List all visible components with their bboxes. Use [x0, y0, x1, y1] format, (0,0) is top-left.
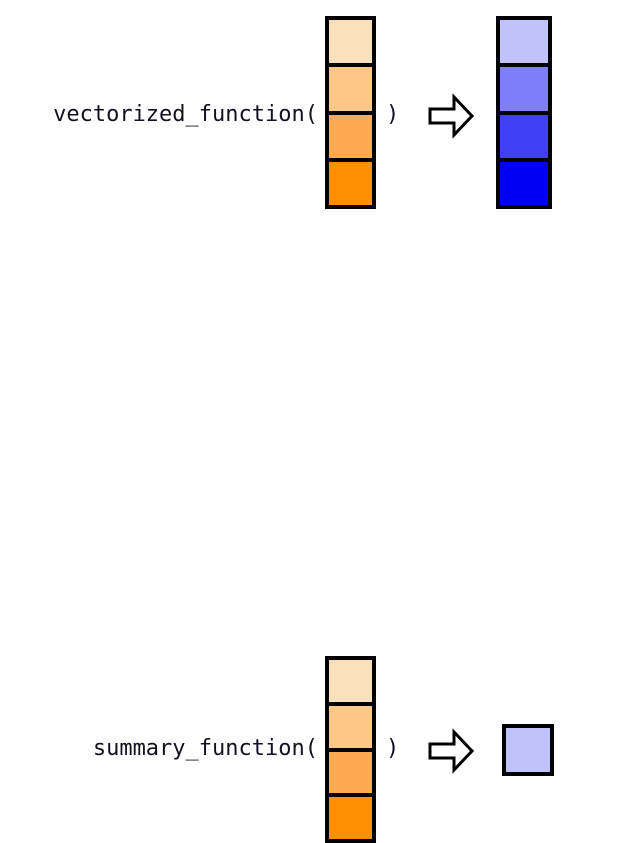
- vectorized-input-vector: [325, 16, 376, 209]
- vector-cell: [329, 797, 372, 839]
- right-arrow-icon: [428, 93, 474, 139]
- vector-cell: [329, 114, 372, 162]
- summary-function-label-open: summary_function(: [92, 736, 318, 761]
- summary-input-vector: [325, 656, 376, 843]
- vector-cell: [500, 161, 548, 205]
- summary-output-scalar: [502, 724, 554, 776]
- vectorized-function-label-close: ): [386, 102, 400, 127]
- vector-cell: [500, 67, 548, 115]
- vectorized-function-row: vectorized_function( ): [0, 0, 635, 300]
- vector-cell: [329, 67, 372, 115]
- vector-cell: [329, 20, 372, 68]
- vector-cell: [500, 114, 548, 162]
- summary-function-row: summary_function( ): [0, 320, 635, 843]
- vector-cell: [329, 660, 372, 706]
- vector-cell: [329, 161, 372, 205]
- vectorized-output-vector: [496, 16, 552, 209]
- vector-cell: [329, 705, 372, 752]
- right-arrow-icon: [428, 728, 474, 774]
- vector-cell: [329, 751, 372, 798]
- vectorized-function-label-open: vectorized_function(: [53, 102, 318, 127]
- vector-cell: [500, 20, 548, 68]
- summary-function-label-close: ): [386, 736, 400, 761]
